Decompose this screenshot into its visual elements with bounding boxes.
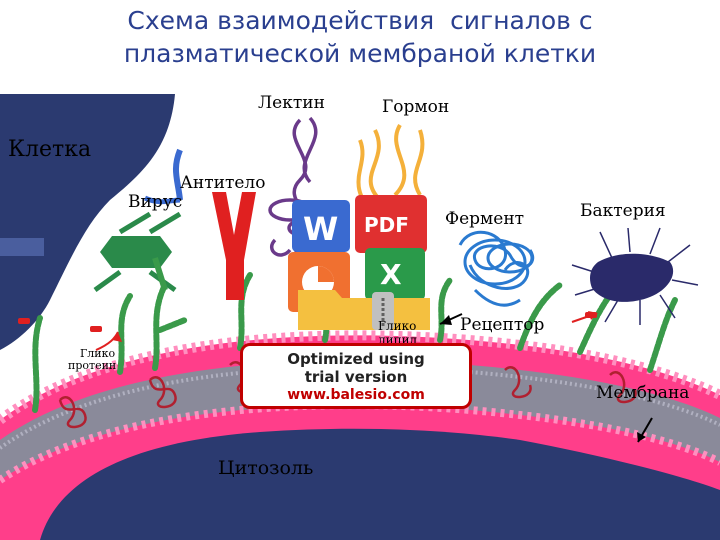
pdf-icon: PDF bbox=[355, 195, 427, 253]
svg-text:W: W bbox=[303, 210, 338, 248]
label-cell: Клетка bbox=[8, 137, 91, 162]
receptor-red-arrow bbox=[571, 311, 598, 323]
antibody-shape bbox=[212, 192, 256, 300]
label-antibody: Антитело bbox=[180, 173, 265, 193]
title-line-1: Схема взаимодействия сигналов с bbox=[127, 6, 593, 35]
excel-icon: X bbox=[365, 248, 425, 300]
label-receptor: Рецептор bbox=[460, 315, 544, 335]
receptor-arrow bbox=[439, 313, 463, 325]
word-icon: W bbox=[292, 200, 350, 252]
membrane-interaction-diagram: W PDF X Клетка Лектин Гормон Антитело Ви… bbox=[0, 92, 720, 540]
watermark-line-1: Optimized using bbox=[287, 350, 425, 368]
svg-text:X: X bbox=[380, 258, 402, 291]
label-membrane: Мембрана bbox=[596, 383, 689, 403]
label-hormone: Гормон bbox=[382, 97, 449, 117]
virus-shape bbox=[93, 211, 182, 293]
membrane-arrow bbox=[637, 417, 653, 443]
label-lectin: Лектин bbox=[258, 93, 325, 113]
zip-folder-icon bbox=[298, 290, 430, 330]
label-bacteria: Бактерия bbox=[580, 201, 666, 221]
title-line-2: плазматической мембраной клетки bbox=[123, 39, 597, 68]
slide-title: Схема взаимодействия сигналов с плазмати… bbox=[0, 4, 720, 70]
label-glycoprotein-2: протеин bbox=[68, 359, 116, 372]
cell-highlight bbox=[0, 238, 44, 256]
label-glycoprotein-1: Глико bbox=[80, 347, 115, 360]
antenna-shape bbox=[172, 148, 183, 201]
label-glycolipid-1: Глико bbox=[378, 319, 416, 333]
watermark-line-3: www.balesio.com bbox=[287, 387, 425, 403]
enzyme-shape bbox=[458, 230, 534, 307]
label-cytosol: Цитозоль bbox=[218, 457, 313, 479]
cytosol bbox=[40, 428, 720, 540]
cell-body bbox=[0, 94, 175, 350]
bacteria-shape bbox=[571, 227, 699, 325]
watermark-line-2: trial version bbox=[304, 368, 408, 386]
glycoprotein-arrow bbox=[95, 331, 122, 351]
watermark-box: Optimized using trial version www.balesi… bbox=[240, 343, 472, 409]
label-virus: Вирус bbox=[128, 192, 182, 212]
label-enzyme: Фермент bbox=[445, 209, 524, 229]
svg-text:PDF: PDF bbox=[364, 213, 409, 237]
